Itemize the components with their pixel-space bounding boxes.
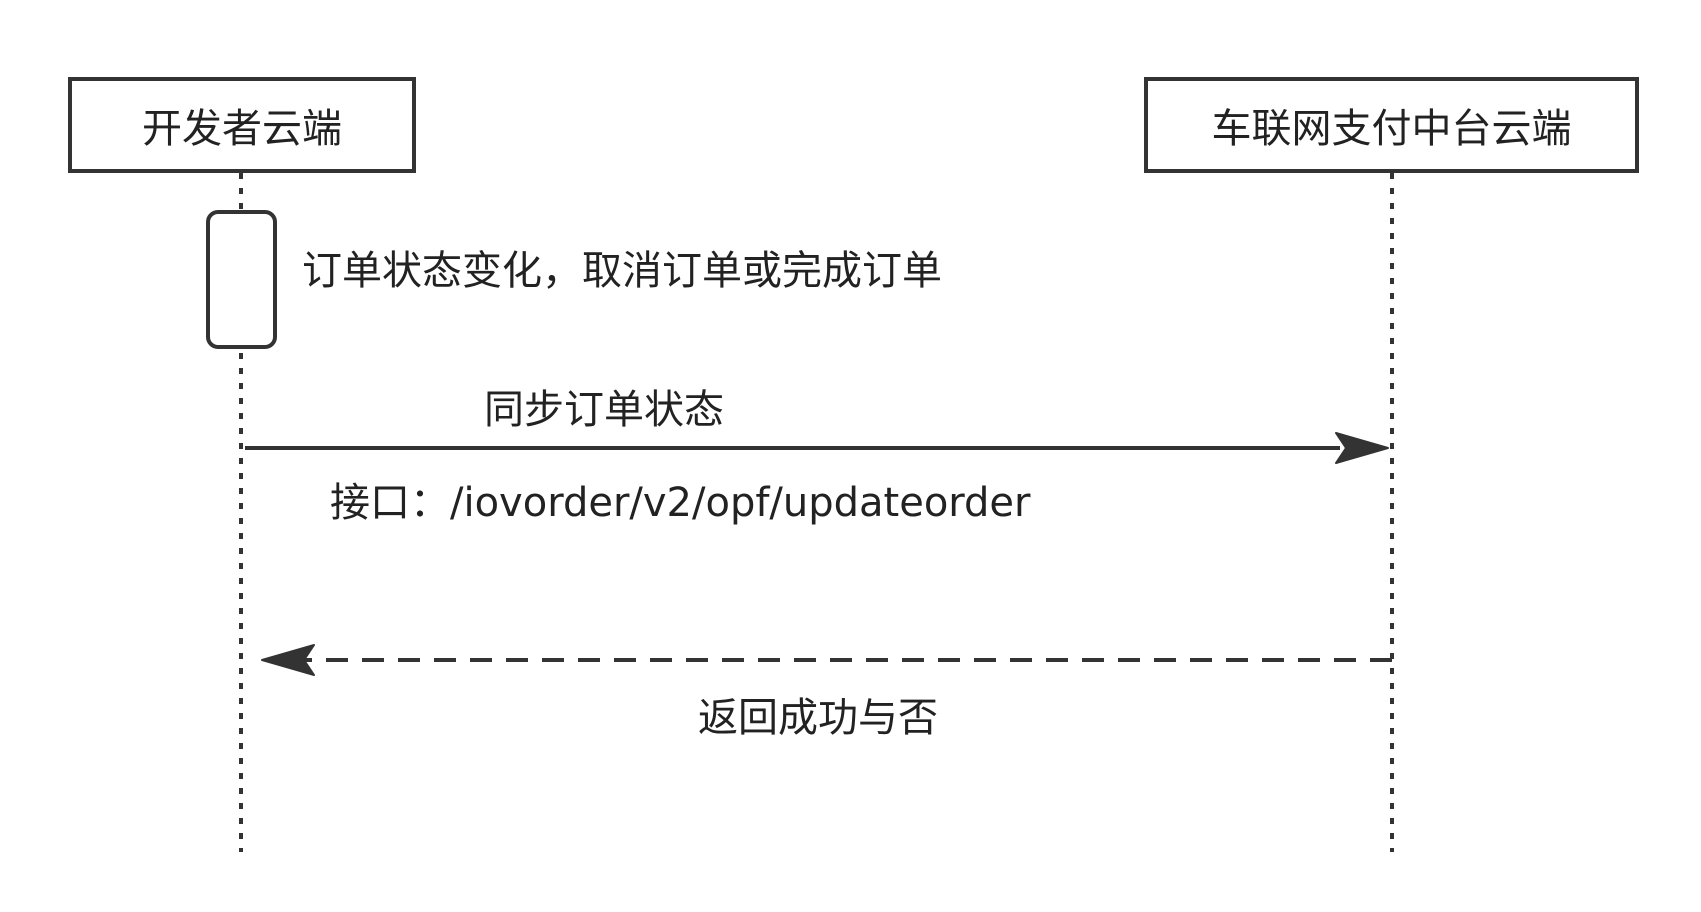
activation-bar	[206, 210, 277, 349]
self-event-label: 订单状态变化，取消订单或完成订单	[302, 248, 942, 294]
response-label: 返回成功与否	[698, 695, 938, 741]
participant-developer-cloud-label: 开发者云端	[142, 106, 342, 152]
response-arrowhead	[261, 644, 315, 676]
sync-endpoint-label: 接口：/iovorder/v2/opf/updateorder	[330, 480, 1031, 526]
participant-developer-cloud: 开发者云端	[68, 77, 416, 173]
participant-payment-cloud-label: 车联网支付中台云端	[1211, 106, 1572, 152]
sync-request-arrowhead	[1335, 432, 1389, 464]
sync-request-label: 同步订单状态	[484, 387, 724, 433]
participant-payment-cloud: 车联网支付中台云端	[1144, 77, 1639, 173]
